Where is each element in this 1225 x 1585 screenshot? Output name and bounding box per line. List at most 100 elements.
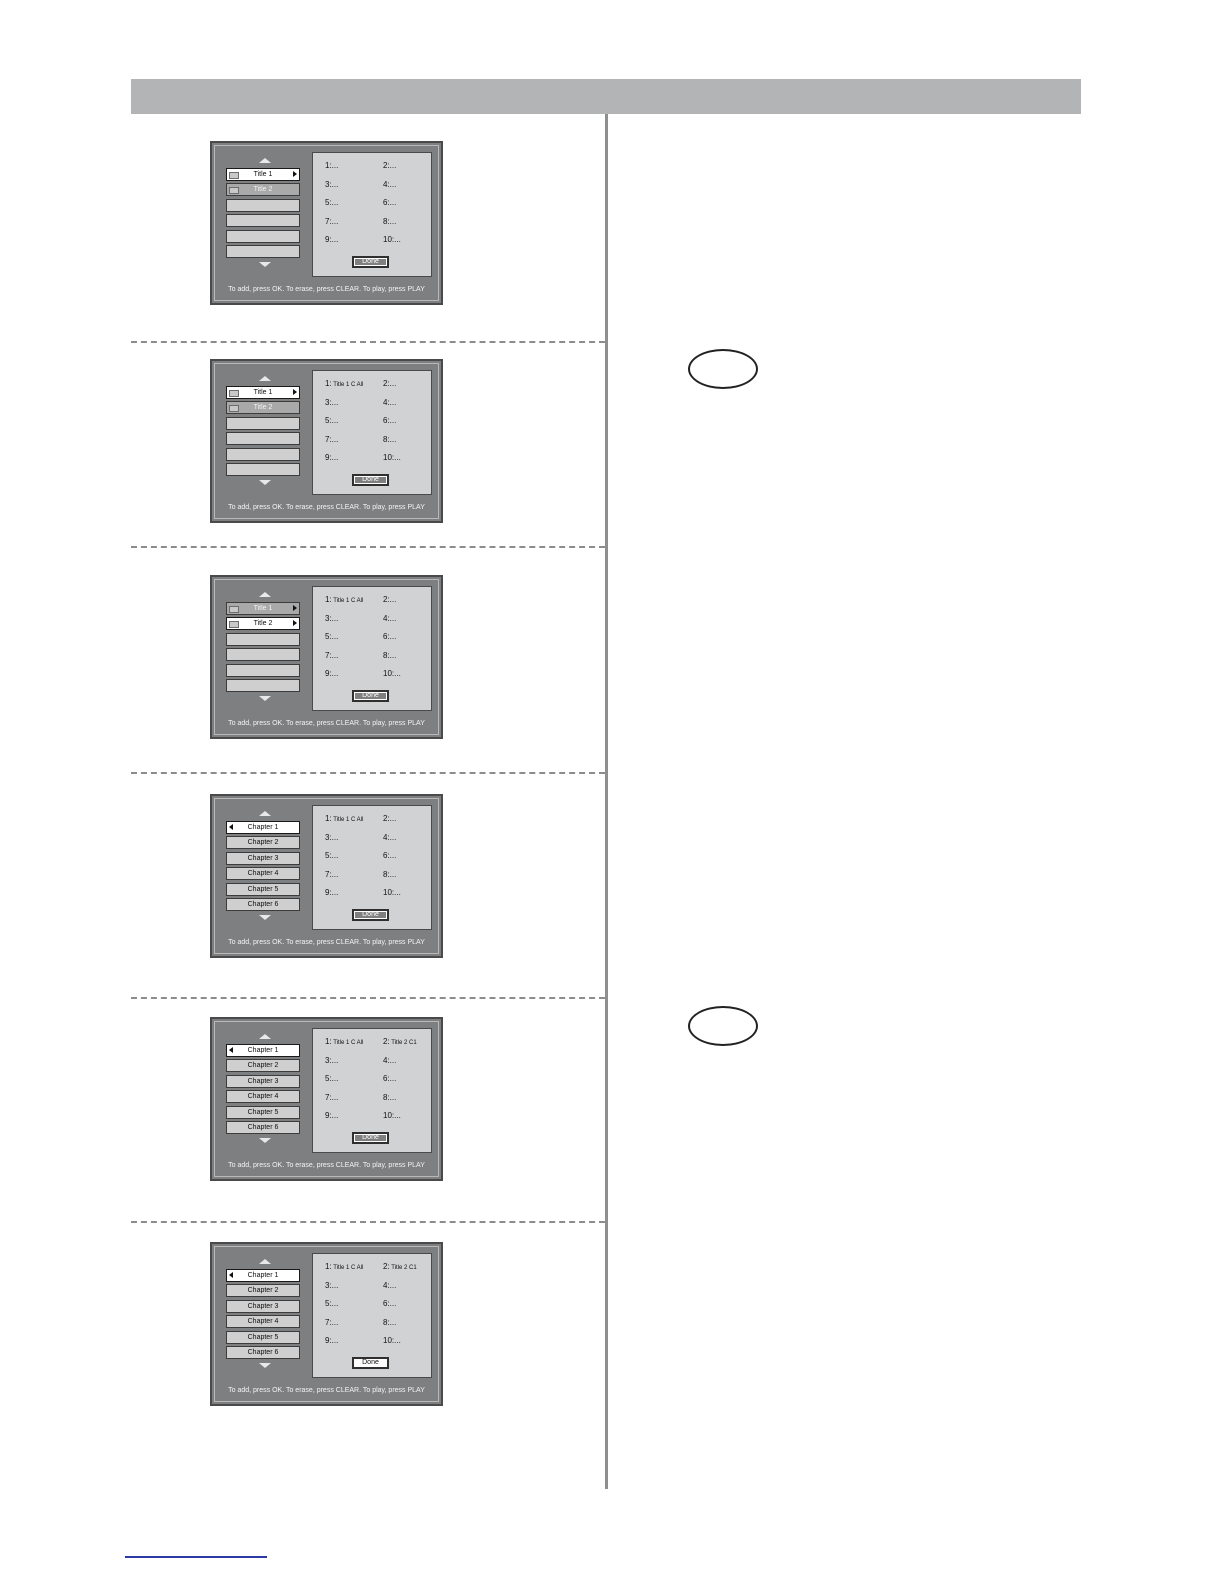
program-slot[interactable]: 3:... (325, 180, 338, 189)
program-slot[interactable]: 10:... (383, 235, 401, 244)
list-item[interactable] (226, 632, 300, 646)
program-slot[interactable]: 7:... (325, 435, 338, 444)
program-slot[interactable]: 4:... (383, 833, 396, 842)
program-slot[interactable]: 10:... (383, 888, 401, 897)
program-slot[interactable]: 5:... (325, 198, 338, 207)
program-slot[interactable]: 3:... (325, 1056, 338, 1065)
list-item[interactable] (226, 229, 300, 243)
program-slot[interactable]: 2:... (383, 814, 396, 823)
list-item[interactable]: Title 1 (226, 602, 300, 615)
program-slot[interactable]: 5:... (325, 851, 338, 860)
list-item[interactable] (226, 432, 300, 446)
program-slot[interactable]: 9:... (325, 1336, 338, 1345)
program-slot[interactable]: 2:... (383, 379, 396, 388)
list-item[interactable] (226, 462, 300, 476)
program-slot[interactable]: 2:... (383, 595, 396, 604)
program-slot[interactable]: 6:... (383, 198, 396, 207)
program-slot[interactable]: 6:... (383, 1074, 396, 1083)
list-item[interactable]: Chapter 2 (226, 1284, 300, 1298)
program-slot[interactable]: 5:... (325, 632, 338, 641)
program-slot[interactable]: 1: Title 1 C All (325, 595, 363, 604)
program-slot[interactable]: 5:... (325, 1299, 338, 1308)
list-item[interactable]: Chapter 5 (226, 882, 300, 896)
scroll-up-icon[interactable] (259, 1034, 271, 1039)
program-slot[interactable]: 3:... (325, 1281, 338, 1290)
program-slot[interactable]: 3:... (325, 614, 338, 623)
scroll-down-icon[interactable] (259, 480, 271, 485)
program-slot[interactable]: 6:... (383, 632, 396, 641)
scroll-down-icon[interactable] (259, 915, 271, 920)
program-slot[interactable]: 1: Title 1 C All (325, 1037, 363, 1046)
done-button[interactable]: Done (352, 1357, 389, 1369)
list-item[interactable]: Chapter 4 (226, 867, 300, 881)
program-slot[interactable]: 2: Title 2 C1 (383, 1037, 417, 1046)
program-slot[interactable]: 2:... (383, 161, 396, 170)
program-slot[interactable]: 4:... (383, 1056, 396, 1065)
done-button[interactable]: Done (352, 690, 389, 702)
list-item[interactable]: Chapter 6 (226, 897, 300, 911)
program-slot[interactable]: 9:... (325, 888, 338, 897)
program-slot[interactable]: 1: Title 1 C All (325, 1262, 363, 1271)
list-item[interactable]: Chapter 2 (226, 1059, 300, 1073)
list-item[interactable]: Chapter 2 (226, 836, 300, 850)
program-slot[interactable]: 4:... (383, 398, 396, 407)
program-slot[interactable]: 6:... (383, 851, 396, 860)
list-item[interactable]: Chapter 1 (226, 1044, 300, 1057)
program-slot[interactable]: 4:... (383, 1281, 396, 1290)
scroll-down-icon[interactable] (259, 1363, 271, 1368)
done-button[interactable]: Done (352, 474, 389, 486)
list-item[interactable]: Chapter 3 (226, 851, 300, 865)
program-slot[interactable]: 5:... (325, 1074, 338, 1083)
program-slot[interactable]: 3:... (325, 833, 338, 842)
list-item[interactable]: Chapter 6 (226, 1345, 300, 1359)
list-item[interactable]: Chapter 1 (226, 1269, 300, 1282)
program-slot[interactable]: 4:... (383, 614, 396, 623)
program-slot[interactable]: 8:... (383, 435, 396, 444)
program-slot[interactable]: 10:... (383, 453, 401, 462)
program-slot[interactable]: 10:... (383, 669, 401, 678)
program-slot[interactable]: 9:... (325, 453, 338, 462)
list-item[interactable]: Chapter 5 (226, 1105, 300, 1119)
program-slot[interactable]: 10:... (383, 1336, 401, 1345)
scroll-up-icon[interactable] (259, 592, 271, 597)
scroll-down-icon[interactable] (259, 1138, 271, 1143)
program-slot[interactable]: 5:... (325, 416, 338, 425)
program-slot[interactable]: 1: Title 1 C All (325, 814, 363, 823)
list-item[interactable] (226, 214, 300, 228)
program-slot[interactable]: 8:... (383, 217, 396, 226)
program-slot[interactable]: 2: Title 2 C1 (383, 1262, 417, 1271)
list-item[interactable]: Chapter 4 (226, 1315, 300, 1329)
scroll-up-icon[interactable] (259, 158, 271, 163)
list-item[interactable]: Chapter 6 (226, 1120, 300, 1134)
program-slot[interactable]: 6:... (383, 1299, 396, 1308)
list-item[interactable]: Chapter 3 (226, 1299, 300, 1313)
list-item[interactable] (226, 198, 300, 212)
done-button[interactable]: Done (352, 1132, 389, 1144)
list-item[interactable] (226, 648, 300, 662)
done-button[interactable]: Done (352, 909, 389, 921)
program-slot[interactable]: 7:... (325, 651, 338, 660)
list-item[interactable]: Chapter 1 (226, 821, 300, 834)
program-slot[interactable]: 8:... (383, 1093, 396, 1102)
list-item[interactable]: Title 2 (226, 617, 300, 631)
scroll-down-icon[interactable] (259, 696, 271, 701)
list-item[interactable] (226, 663, 300, 677)
program-slot[interactable]: 8:... (383, 1318, 396, 1327)
program-slot[interactable]: 7:... (325, 870, 338, 879)
scroll-up-icon[interactable] (259, 811, 271, 816)
program-slot[interactable]: 8:... (383, 651, 396, 660)
program-slot[interactable]: 9:... (325, 669, 338, 678)
program-slot[interactable]: 4:... (383, 180, 396, 189)
list-item[interactable]: Chapter 4 (226, 1090, 300, 1104)
program-slot[interactable]: 6:... (383, 416, 396, 425)
list-item[interactable]: Title 1 (226, 386, 300, 399)
scroll-up-icon[interactable] (259, 376, 271, 381)
program-slot[interactable]: 10:... (383, 1111, 401, 1120)
list-item[interactable]: Title 2 (226, 401, 300, 415)
program-slot[interactable]: 7:... (325, 217, 338, 226)
list-item[interactable]: Title 1 (226, 168, 300, 181)
list-item[interactable]: Chapter 5 (226, 1330, 300, 1344)
list-item[interactable] (226, 678, 300, 692)
list-item[interactable] (226, 416, 300, 430)
program-slot[interactable]: 9:... (325, 1111, 338, 1120)
